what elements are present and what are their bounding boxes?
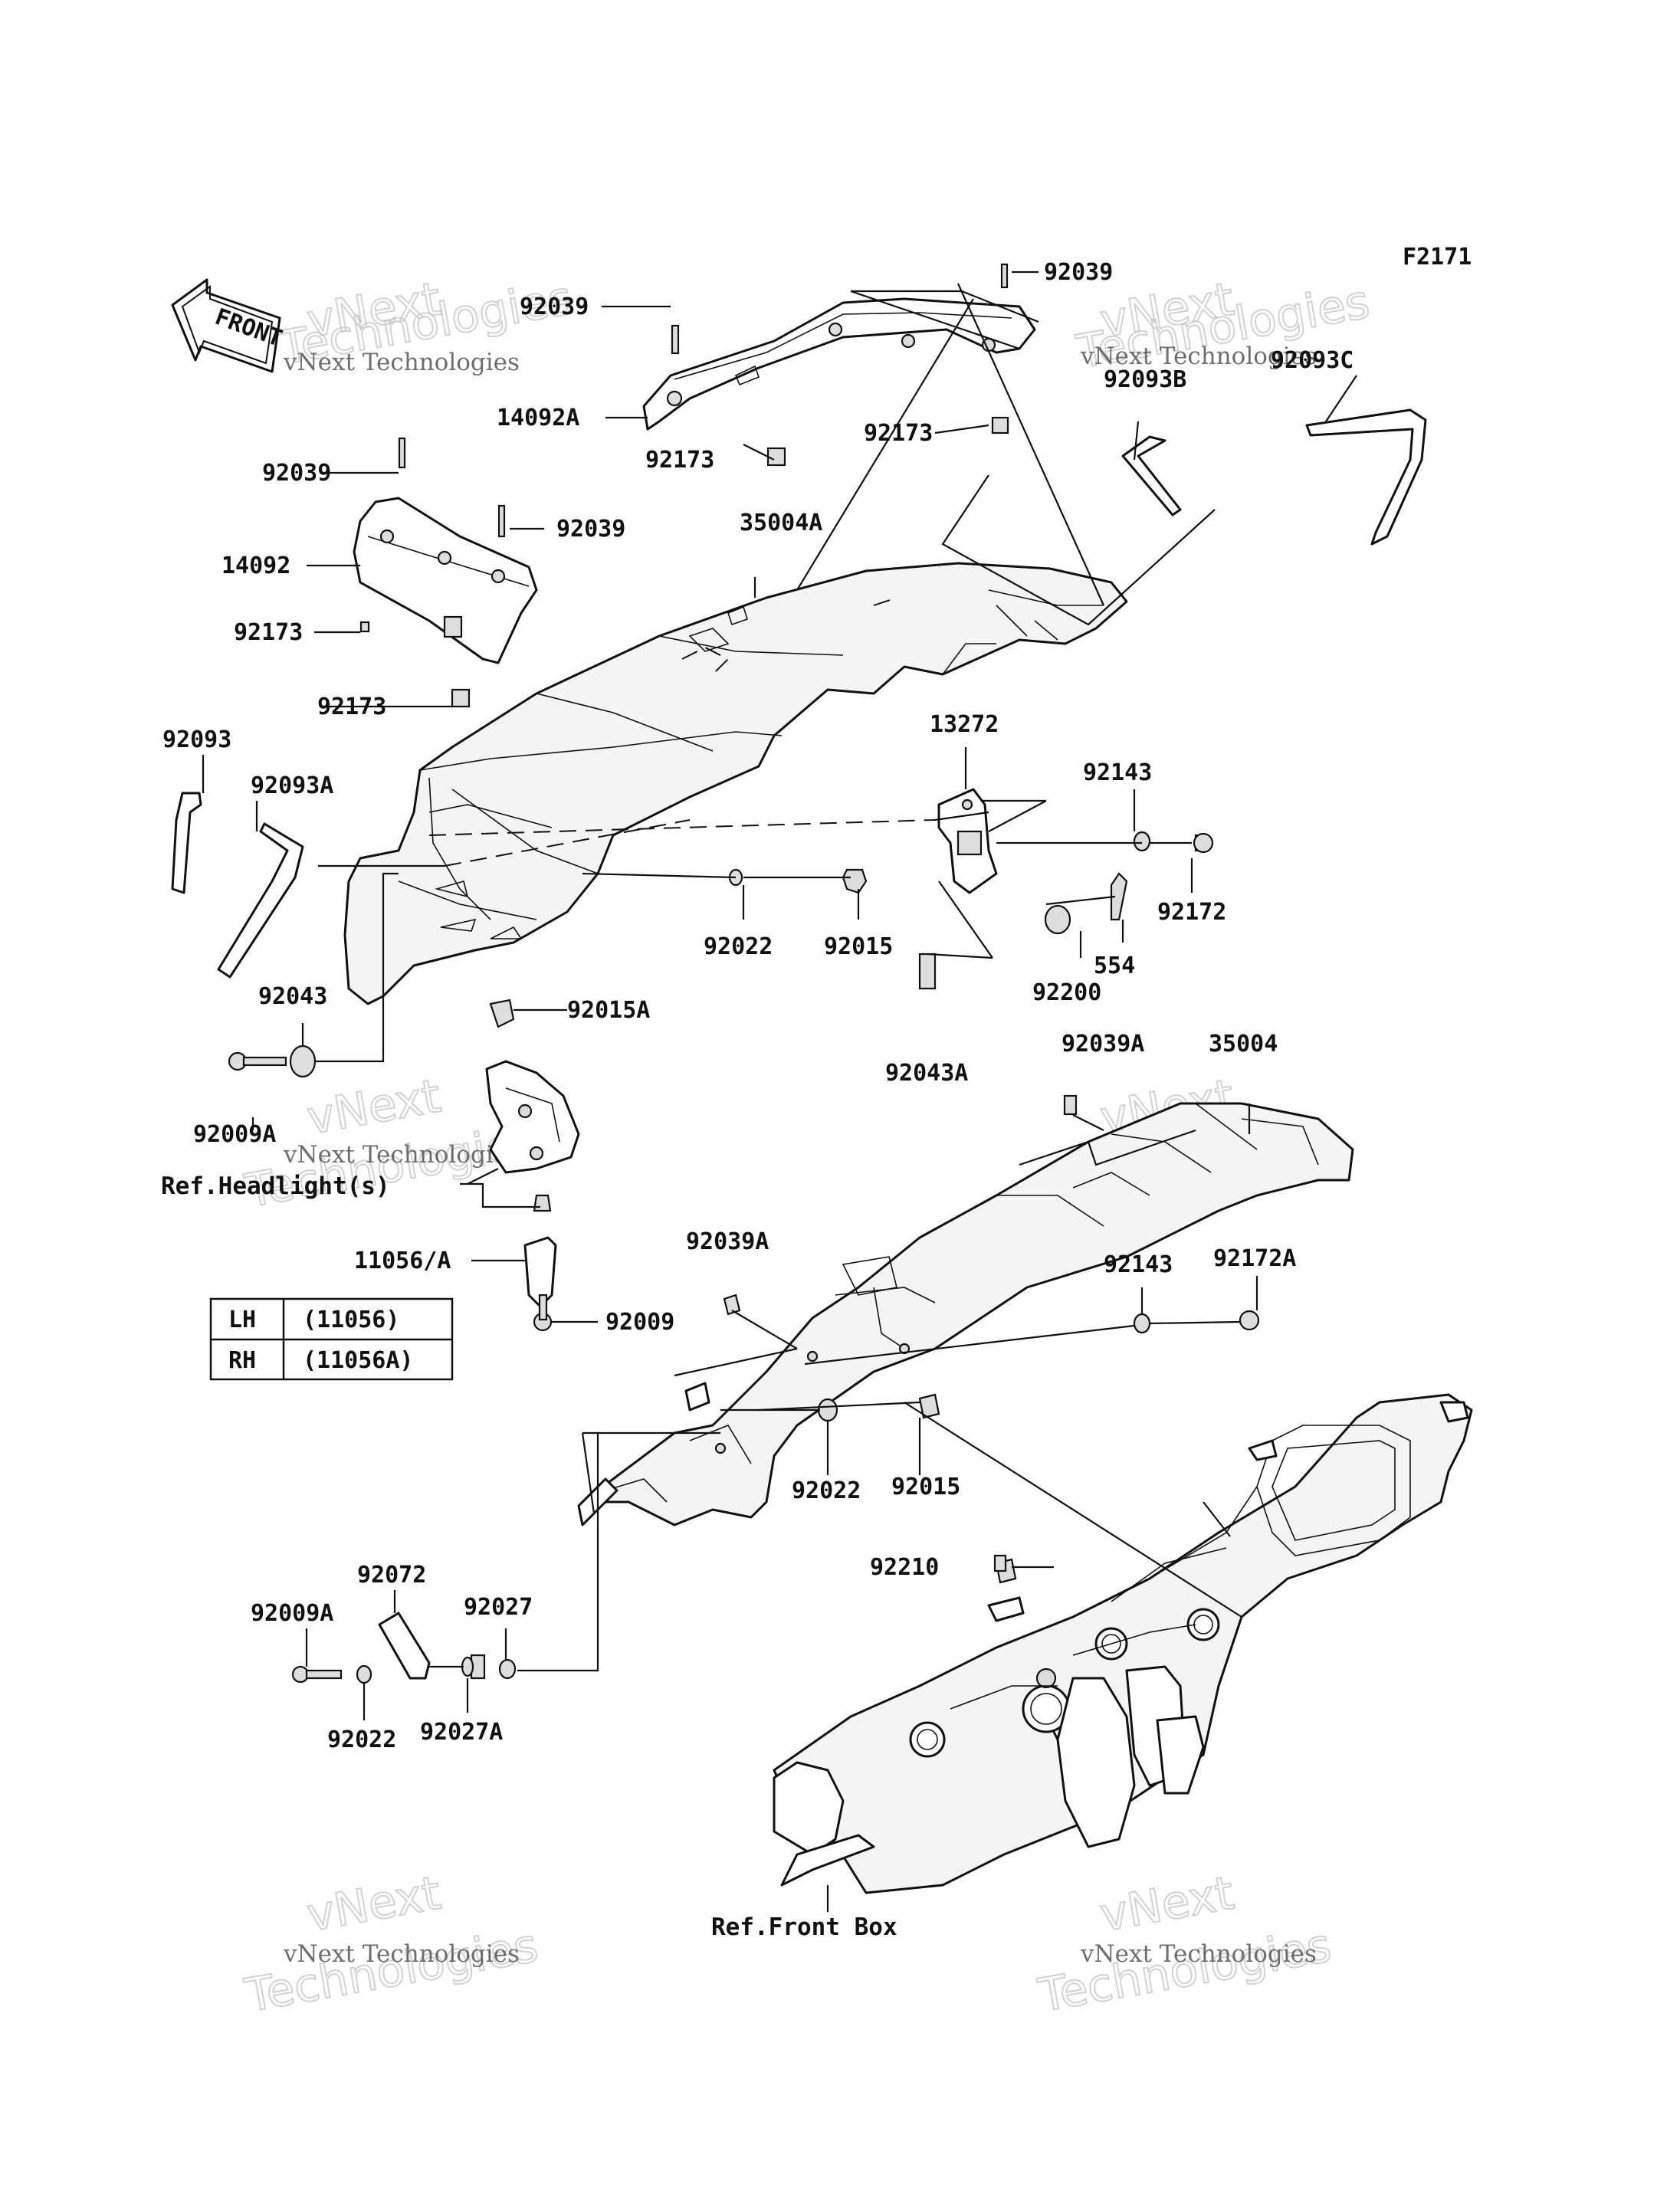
part-11056-bracket [523, 1236, 557, 1308]
watermark: Technologies [240, 1918, 543, 2024]
part-14092A-spoiler [642, 297, 1036, 431]
headlight-bracket [485, 1060, 580, 1174]
part-label: 92143 [1104, 1251, 1173, 1278]
watermark-text: vNext Technologies [283, 1141, 520, 1169]
part-label: 92043A [885, 1060, 968, 1087]
part-label: 35004 [1209, 1031, 1278, 1058]
part-35004-lower-cowl [577, 1102, 1354, 1526]
part-label: 92039 [556, 516, 625, 543]
part-label: 92039 [1044, 259, 1113, 286]
part-label: 92027A [420, 1719, 503, 1746]
leader-lines [202, 271, 1357, 1912]
watermark-text: Technologies [241, 1919, 542, 2023]
part-label: 92039A [686, 1228, 769, 1255]
part-label: 92039A [1061, 1031, 1144, 1058]
part-label: 92072 [357, 1562, 426, 1589]
part-label: 92022 [792, 1477, 861, 1504]
part-14092-cover [353, 497, 538, 664]
table-cell: (11056) [303, 1307, 399, 1333]
table-cell: LH [228, 1307, 256, 1333]
part-label: 92015A [567, 997, 650, 1024]
part-label: 92093B [1104, 366, 1186, 393]
table-cell: (11056A) [303, 1347, 414, 1374]
part-label: 92172 [1157, 899, 1226, 926]
part-label: 92022 [327, 1726, 396, 1753]
part-92093B-molding [1121, 435, 1182, 516]
part-label: 14092 [221, 553, 290, 579]
part-label: 92172A [1213, 1245, 1296, 1272]
part-label: 11056/A [354, 1248, 451, 1274]
watermark-text: vNext Technologies [283, 1940, 520, 1968]
part-label: 92173 [317, 694, 386, 720]
part-label: 92093A [251, 772, 333, 799]
watermark: Technologies [1033, 1918, 1336, 2024]
hardware [228, 263, 1260, 1684]
part-label: 92200 [1032, 979, 1101, 1006]
part-label: 92173 [234, 619, 303, 646]
part-label: 92009A [193, 1121, 276, 1148]
part-label: 92009 [605, 1309, 674, 1336]
watermark-text: Technologies [1034, 1919, 1335, 2023]
watermark-text: vNext Technologies [1080, 343, 1317, 370]
part-label: 92009A [251, 1600, 333, 1627]
watermark-text: vNext Technologies [1080, 1940, 1317, 1968]
part-label: 92093 [162, 726, 231, 753]
reference-front-box: Ref.Front Box [711, 1913, 897, 1941]
part-label: 92027 [464, 1594, 533, 1621]
part-label: 92043 [258, 983, 327, 1010]
part-13272-bracket [937, 788, 998, 894]
watermark-text: vNext Technologies [283, 349, 520, 376]
watermark-text: vNext [303, 1866, 445, 1942]
part-label: 35004A [740, 510, 822, 536]
part-label: 14092A [497, 405, 579, 431]
table-cell: RH [228, 1347, 256, 1374]
part-label: 92173 [645, 447, 714, 474]
watermark: vNext [1095, 1865, 1239, 1943]
part-label: 13272 [930, 711, 999, 738]
reference-headlight: Ref.Headlight(s) [161, 1172, 390, 1200]
part-92093-molding [171, 792, 202, 894]
part-label: 92015 [824, 933, 893, 960]
front-arrow-icon: FRONT [171, 278, 286, 373]
part-label: 92015 [891, 1474, 960, 1500]
part-label: 92093C [1271, 347, 1354, 374]
part-label: 92173 [864, 420, 933, 447]
part-label: 92039 [520, 293, 589, 320]
part-labels: 92039 92039 14092A 92173 92173 92093B 92… [162, 259, 1354, 1753]
part-label: 92143 [1083, 759, 1152, 786]
side-table: LH (11056) RH (11056A) [209, 1297, 454, 1381]
part-label: 92210 [870, 1554, 939, 1581]
inner-fairing-front-box [773, 1393, 1473, 1894]
figure-code: F2171 [1403, 244, 1472, 271]
part-92093C-molding [1305, 408, 1427, 546]
part-92093A-molding [217, 822, 304, 979]
watermark: vNext [302, 1865, 445, 1943]
part-label: 92039 [262, 460, 331, 487]
watermark-text: vNext [1096, 1866, 1238, 1942]
part-label: 554 [1094, 953, 1135, 979]
part-label: 92022 [704, 933, 773, 960]
